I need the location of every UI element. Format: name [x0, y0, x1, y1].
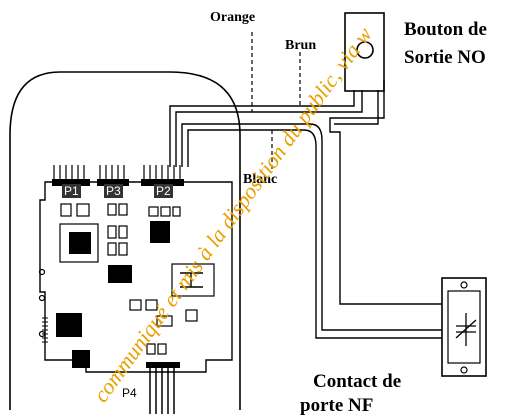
exit-button-box	[344, 12, 385, 92]
label-blanc: Blanc	[243, 172, 278, 187]
wires	[169, 80, 442, 339]
label-exit-button-line2: Sortie NO	[404, 47, 486, 68]
leader-lines	[251, 32, 301, 172]
connector-p2-block	[141, 179, 184, 186]
connector-label-p2: P2	[154, 184, 173, 198]
connector-p4-pins	[149, 368, 175, 414]
reader-housing	[9, 71, 241, 410]
pcb-dot-grid	[153, 224, 163, 241]
edge-connector-pins	[42, 317, 48, 343]
door-contact-screw-bottom	[460, 366, 468, 374]
connector-label-p4: P4	[122, 386, 137, 400]
connector-label-p1: P1	[62, 184, 81, 198]
label-door-contact-line1: Contact de	[313, 371, 402, 392]
connector-p3-block	[97, 179, 129, 186]
label-exit-button-line1: Bouton de	[404, 19, 487, 40]
door-contact-reed-symbol	[455, 313, 477, 346]
pcb-components	[38, 203, 215, 355]
label-door-contact-line2: porte NF	[300, 395, 374, 416]
door-contact-screw-top	[460, 281, 468, 289]
connector-p1-block	[52, 179, 90, 186]
label-brun: Brun	[285, 38, 317, 53]
connector-p4-block	[146, 362, 180, 368]
connector-label-p3: P3	[104, 184, 123, 198]
door-contact-inner	[447, 290, 481, 364]
pcb-switch	[180, 272, 203, 288]
label-orange: Orange	[210, 10, 256, 25]
connector-pins-top	[53, 165, 181, 180]
door-contact-box	[441, 277, 487, 377]
exit-button-circle	[356, 41, 374, 59]
pcb-chips	[56, 221, 170, 368]
